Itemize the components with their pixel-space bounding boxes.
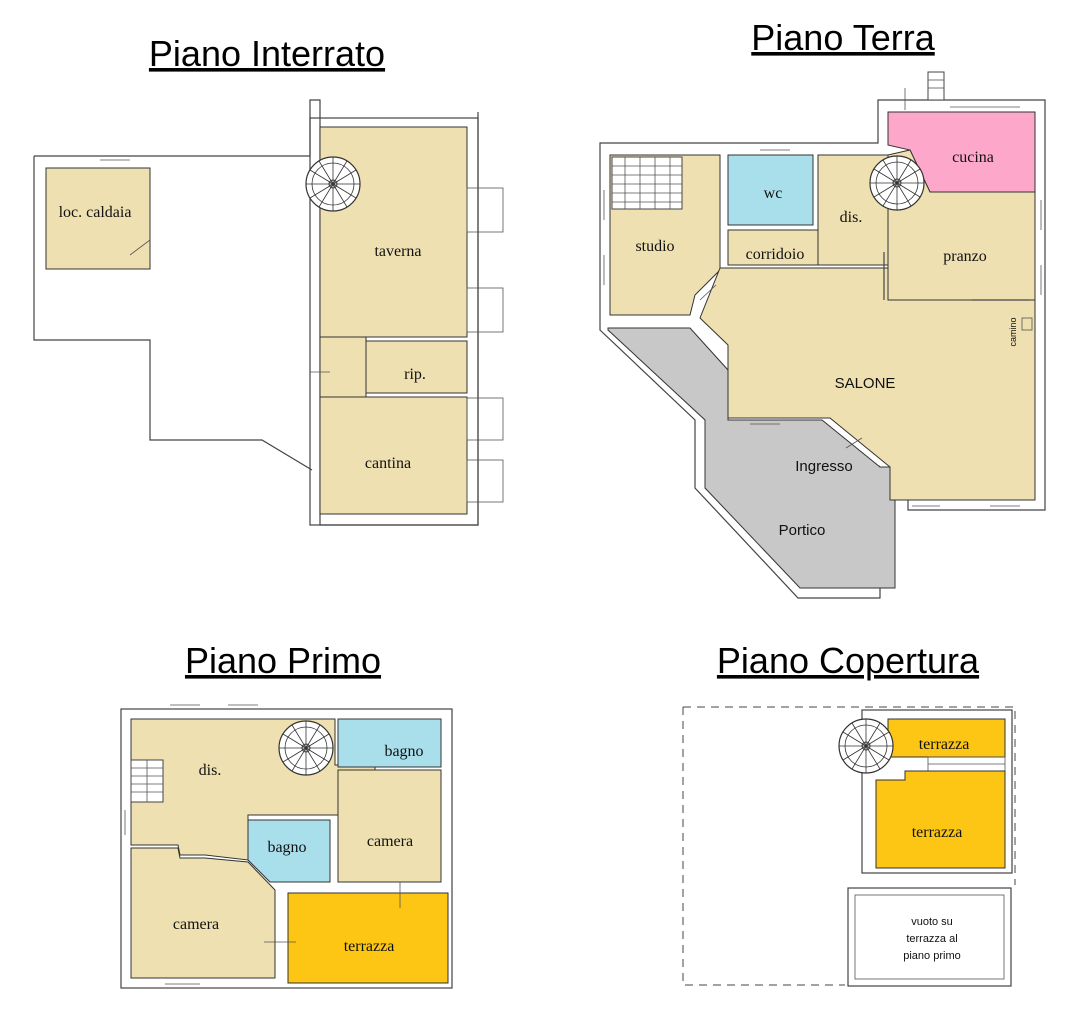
first-terrace bbox=[287, 892, 449, 984]
bath-mid-label: bagno bbox=[267, 839, 306, 856]
roof-dashed-outline bbox=[682, 706, 1016, 986]
straight-stair-icon bbox=[611, 156, 683, 210]
wc-room bbox=[727, 154, 814, 226]
first-hall-label: dis. bbox=[199, 762, 222, 779]
roof-terrace-top bbox=[887, 718, 1006, 758]
ground-title: Piano Terra bbox=[751, 17, 935, 58]
bedroom-right-room bbox=[337, 769, 442, 883]
bedroom-left-room bbox=[130, 847, 276, 979]
wc-label: wc bbox=[764, 185, 783, 202]
cellar-room bbox=[319, 396, 468, 515]
first-title: Piano Primo bbox=[185, 640, 381, 681]
first-floor-plan: dis. bagno bagno camera camera terrazza bbox=[120, 704, 453, 989]
fireplace-label: camino bbox=[1008, 317, 1018, 346]
spiral-stair-icon bbox=[278, 720, 334, 776]
bath-mid-room bbox=[247, 819, 331, 883]
cellar-label: cantina bbox=[365, 455, 411, 472]
bedroom-left-label: camera bbox=[173, 916, 219, 933]
kitchen-label: cucina bbox=[952, 149, 994, 166]
first-outer-wall bbox=[120, 708, 453, 989]
basement-title: Piano Interrato bbox=[149, 33, 385, 74]
dining-label: pranzo bbox=[943, 248, 987, 265]
roof-terrace-main bbox=[875, 770, 1006, 869]
boiler-label: loc. caldaia bbox=[59, 204, 132, 221]
roof-plan: terrazza terrazza vuoto su terrazza al p… bbox=[682, 706, 1016, 987]
roof-title: Piano Copertura bbox=[717, 640, 980, 681]
roof-void-line1: vuoto su bbox=[911, 916, 953, 928]
hall-label: dis. bbox=[840, 209, 863, 226]
porch-label: Portico bbox=[779, 522, 826, 539]
bedroom-right-label: camera bbox=[367, 833, 413, 850]
living-label: SALONE bbox=[835, 375, 896, 392]
boiler-room bbox=[45, 167, 151, 270]
entrance-label: Ingresso bbox=[795, 458, 853, 475]
corridor-room bbox=[727, 229, 821, 266]
living-room bbox=[699, 267, 1036, 501]
bath-top-room bbox=[337, 718, 442, 768]
spiral-stair-icon bbox=[869, 155, 925, 211]
straight-stair-icon bbox=[130, 759, 164, 803]
study-label: studio bbox=[635, 238, 674, 255]
basement-plan: loc. caldaia taverna rip. cantina bbox=[33, 99, 504, 526]
roof-void-box bbox=[847, 887, 1012, 987]
spiral-stair-icon bbox=[305, 156, 361, 212]
bath-top-label: bagno bbox=[384, 743, 423, 760]
storage-label: rip. bbox=[404, 366, 426, 383]
storage-room bbox=[365, 340, 468, 394]
tavern-label: taverna bbox=[374, 243, 421, 260]
basement-outer-wall bbox=[309, 117, 479, 526]
spiral-stair-icon bbox=[838, 718, 894, 774]
ground-plan: cucina wc dis. studio corridoio pranzo c… bbox=[599, 71, 1046, 599]
roof-void-line2: terrazza al bbox=[906, 933, 957, 945]
roof-void-line3: piano primo bbox=[903, 950, 960, 962]
first-terrace-label: terrazza bbox=[344, 938, 395, 955]
roof-terrace-main-label: terrazza bbox=[912, 824, 963, 841]
roof-terrace-top-label: terrazza bbox=[919, 736, 970, 753]
corridor-label: corridoio bbox=[746, 246, 805, 263]
